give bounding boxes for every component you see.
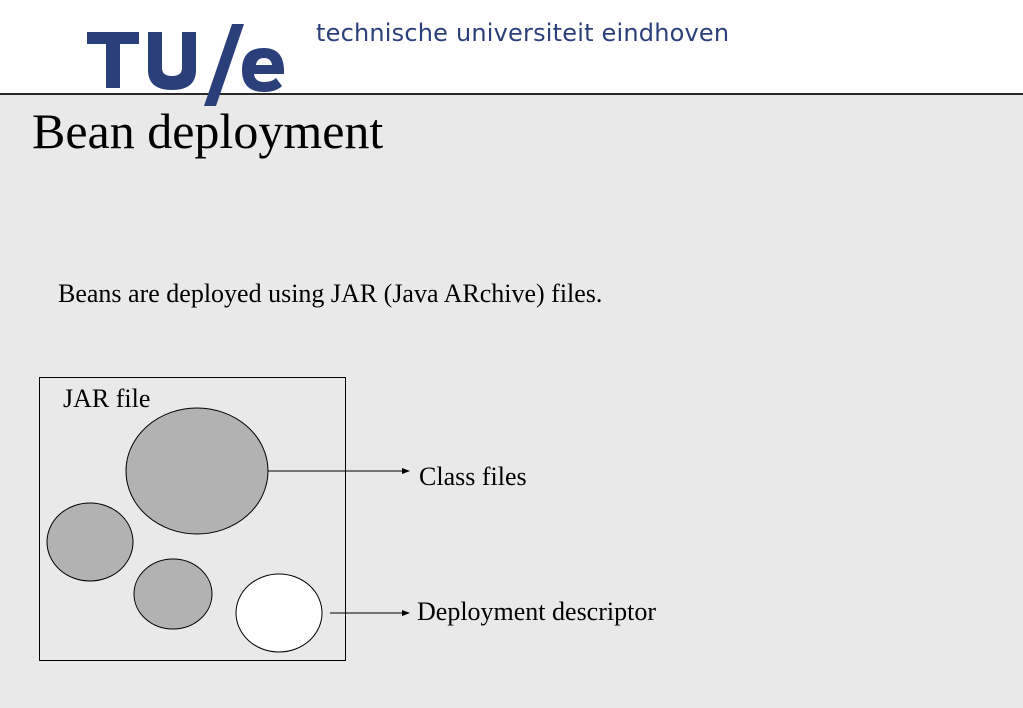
class-file-large	[125, 407, 269, 535]
tue-logo	[87, 24, 285, 106]
header-divider	[0, 93, 1023, 95]
deployment-descriptor-file	[235, 573, 323, 653]
slide-title: Bean deployment	[32, 103, 384, 159]
jar-file-label: JAR file	[63, 384, 151, 413]
class-files-label: Class files	[419, 462, 527, 491]
class-file-left	[46, 502, 134, 582]
deployment-descriptor-label: Deployment descriptor	[417, 597, 656, 626]
intro-text: Beans are deployed using JAR (Java ARchi…	[58, 279, 603, 308]
university-tagline: technische universiteit eindhoven	[316, 19, 730, 47]
jar-file-box	[39, 377, 346, 661]
class-file-small	[133, 558, 213, 630]
